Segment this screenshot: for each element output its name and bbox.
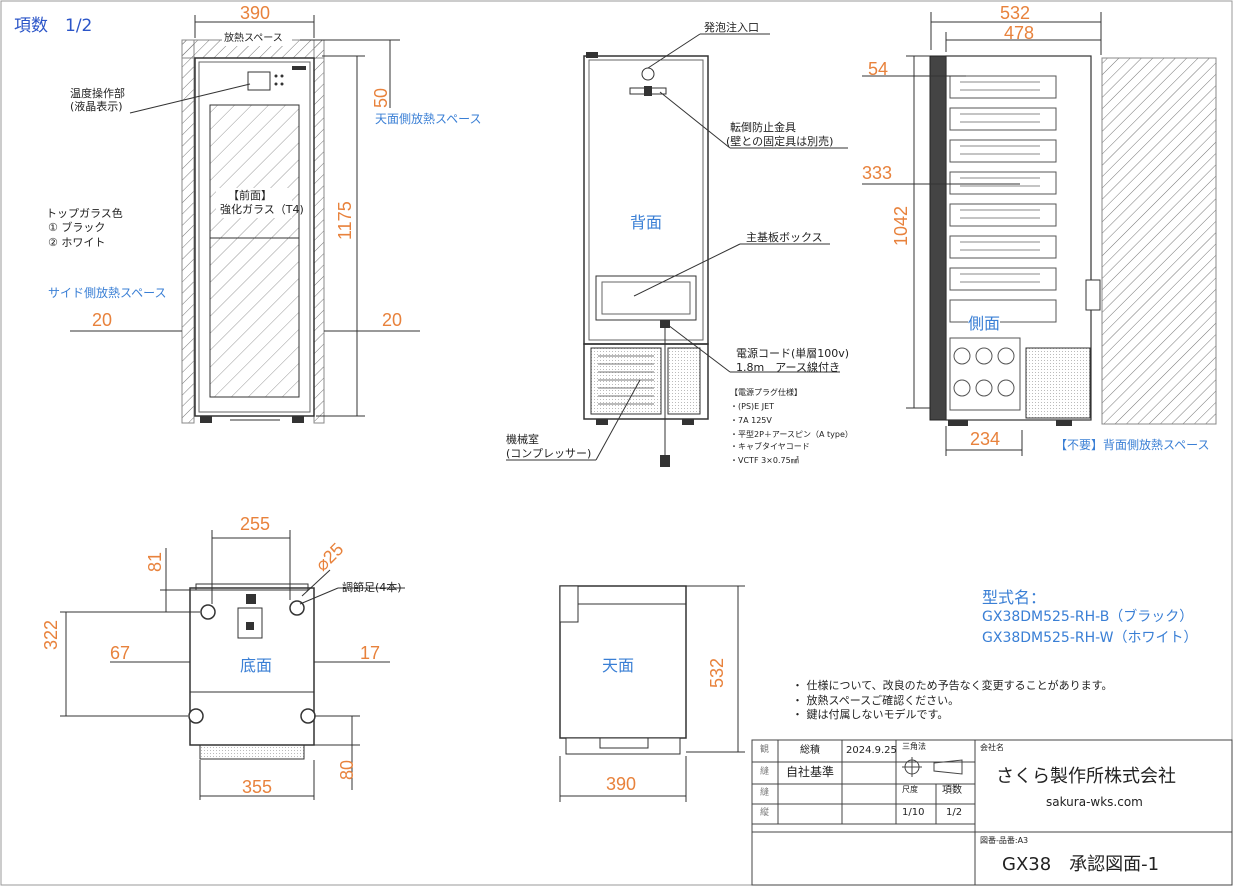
- tb-drawing-label: 図番-品番:A3: [980, 836, 1029, 845]
- tb-company: さくら製作所株式会社: [996, 766, 1176, 787]
- power-cord-label-1: 電源コード(単層100v): [736, 347, 850, 360]
- plug-spec-item: ・キャブタイヤコード: [730, 442, 810, 451]
- tb-drawing: GX38 承認図面-1: [1002, 854, 1160, 875]
- top-label: 天面: [602, 656, 635, 675]
- dim-side-478: 478: [1004, 23, 1035, 43]
- board-box-label: 主基板ボックス: [746, 231, 823, 244]
- model-title: 型式名：: [982, 588, 1047, 607]
- dim-side-54: 54: [868, 59, 889, 79]
- tb-url: sakura-wks.com: [1046, 795, 1143, 809]
- power-cord-label-2: 1.8m アース線付き: [736, 361, 840, 374]
- tb-scale: 1/10: [902, 807, 925, 818]
- foam-inlet-label: 発泡注入口: [704, 21, 759, 34]
- dim-front-width: 390: [240, 3, 271, 23]
- plug-spec-item: ・7A 125V: [730, 416, 772, 425]
- dim-side-1042: 1042: [891, 205, 911, 246]
- tb-row-1: 観: [760, 745, 770, 755]
- dim-bottom-17: 17: [360, 643, 381, 663]
- tb-row-4: 縦: [760, 808, 770, 818]
- front-view: [70, 15, 420, 424]
- dim-side-left: 20: [92, 310, 113, 330]
- bottom-label: 底面: [240, 656, 273, 675]
- tb-items: 1/2: [946, 807, 963, 818]
- dim-top-50: 50: [371, 87, 391, 108]
- page-number: 項数 1/2: [14, 16, 93, 36]
- anti-tip-label-2: (壁との固定具は別売): [726, 135, 834, 148]
- back-view: [506, 33, 848, 467]
- top-glass-title: トップガラス色: [46, 207, 123, 220]
- machine-room-label-1: 機械室: [506, 433, 539, 446]
- temp-ctrl-label-2: (液晶表示): [70, 100, 123, 113]
- title-block: [751, 739, 1233, 886]
- side-space-label: サイド側放熱スペース: [48, 286, 167, 300]
- side-view: [862, 12, 1217, 456]
- tb-date: 2024.9.25: [846, 745, 897, 756]
- model-black: GX38DM525-RH-B（ブラック）: [982, 609, 1194, 625]
- plug-spec-item: ・平型2P＋アースピン（A type）: [730, 430, 853, 439]
- model-white: GX38DM525-RH-W（ホワイト）: [982, 630, 1198, 646]
- dim-front-height: 1175: [335, 201, 355, 240]
- plug-spec-title: 【電源プラグ仕様】: [730, 388, 802, 397]
- dim-side-234: 234: [970, 429, 1001, 449]
- top-space-label: 天面側放熱スペース: [375, 112, 482, 126]
- tb-scale-label: 尺度: [902, 785, 918, 794]
- tb-total: 総積: [800, 745, 820, 756]
- anti-tip-label-1: 転倒防止金具: [730, 121, 796, 134]
- back-label: 背面: [630, 213, 663, 232]
- temp-ctrl-label-1: 温度操作部: [70, 87, 125, 100]
- top-glass-black: ① ブラック: [48, 221, 106, 234]
- top-glass-white: ② ホワイト: [48, 236, 106, 249]
- top-view: [559, 585, 745, 802]
- dim-side-right: 20: [382, 310, 403, 330]
- dim-side-532: 532: [1000, 3, 1031, 23]
- tb-row-3: 縫: [760, 788, 770, 798]
- tb-row-2: 縫: [760, 767, 770, 777]
- dim-bottom-322: 322: [41, 619, 61, 650]
- dim-bottom-81: 81: [145, 551, 165, 572]
- glass-label-2: 強化ガラス（T4): [220, 203, 304, 216]
- note: ・ 鍵は付属しないモデルです。: [792, 708, 949, 721]
- tb-company-label: 会社名: [980, 743, 1004, 752]
- dim-bottom-255: 255: [240, 514, 271, 534]
- dim-bottom-355: 355: [242, 777, 273, 797]
- tb-standard: 自社基準: [786, 765, 835, 779]
- dim-side-333: 333: [862, 163, 893, 183]
- glass-label-1: 【前面】: [228, 189, 272, 202]
- dim-bottom-80: 80: [337, 759, 357, 780]
- machine-room-label-2: (コンプレッサー): [506, 447, 592, 460]
- tb-projection: 三角法: [902, 742, 926, 751]
- no-rear-space-label: 【不要】背面側放熱スペース: [1055, 438, 1210, 452]
- dim-top-532: 532: [707, 657, 727, 688]
- side-label: 側面: [968, 314, 1001, 333]
- bottom-view: [60, 530, 405, 800]
- plug-spec-item: ・VCTF 3×0.75㎟: [730, 456, 799, 465]
- plug-spec-item: ・(PS)E JET: [730, 402, 775, 411]
- dim-bottom-67: 67: [110, 643, 131, 663]
- note: ・ 放熱スペースご確認ください。: [792, 694, 960, 707]
- adjust-foot-label: 調節足(4本): [342, 581, 402, 594]
- dim-top-390: 390: [606, 774, 637, 794]
- front-top-space: 放熱スペース: [224, 33, 283, 44]
- tb-items-label: 項数: [942, 785, 962, 796]
- note: ・ 仕様について、改良のため予告なく変更することがあります。: [792, 679, 1113, 692]
